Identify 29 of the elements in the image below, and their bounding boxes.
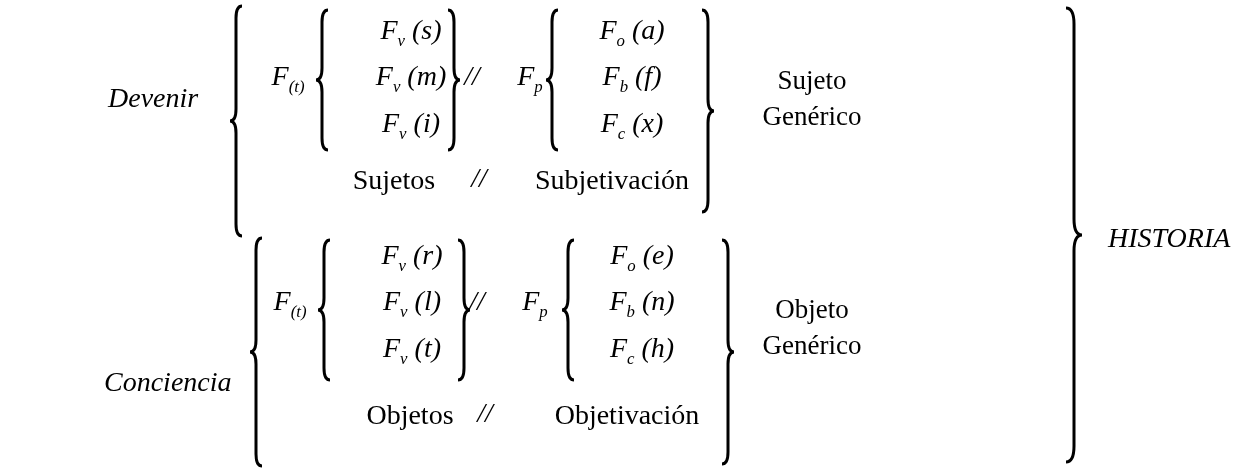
function-label: F$_{(t)}$ [271,59,305,98]
function-label: F$_{v}$ (s) [380,13,442,52]
function-label: F$_{c}$ (x) [600,106,664,145]
function-label: F$_{o}$ (a) [599,13,665,52]
function-label: F$_{b}$ (n) [609,284,675,323]
function-label: F$_{p}$ [522,284,548,323]
category-label: Sujeto Genérico [761,63,863,133]
function-label: F$_{p}$ [517,59,543,98]
function-label: F$_{v}$ (r) [381,238,443,277]
term-label: Sujetos [352,163,436,198]
term-label: Conciencia [104,365,232,400]
term-label: Subjetivación [535,163,689,198]
function-label: F$_{c}$ (h) [609,331,675,370]
separator-label: // [471,161,487,196]
term-label: HISTORIA [1108,221,1231,256]
category-label: Objeto Genérico [761,292,863,362]
function-label: F$_{b}$ (f) [602,59,662,98]
separator-label: // [477,396,493,431]
term-label: Devenir [108,81,199,116]
function-label: F$_{(t)}$ [273,284,307,323]
separator-label: // [464,59,480,94]
function-label: F$_{v}$ (t) [383,331,441,370]
function-label: F$_{o}$ (e) [610,238,674,277]
separator-label: // [469,284,485,319]
term-label: Objetivación [554,398,700,433]
function-label: F$_{v}$ (i) [382,106,440,145]
function-label: F$_{v}$ (l) [383,284,441,323]
term-label: Objetos [366,398,454,433]
function-label: F$_{v}$ (m) [375,59,447,98]
